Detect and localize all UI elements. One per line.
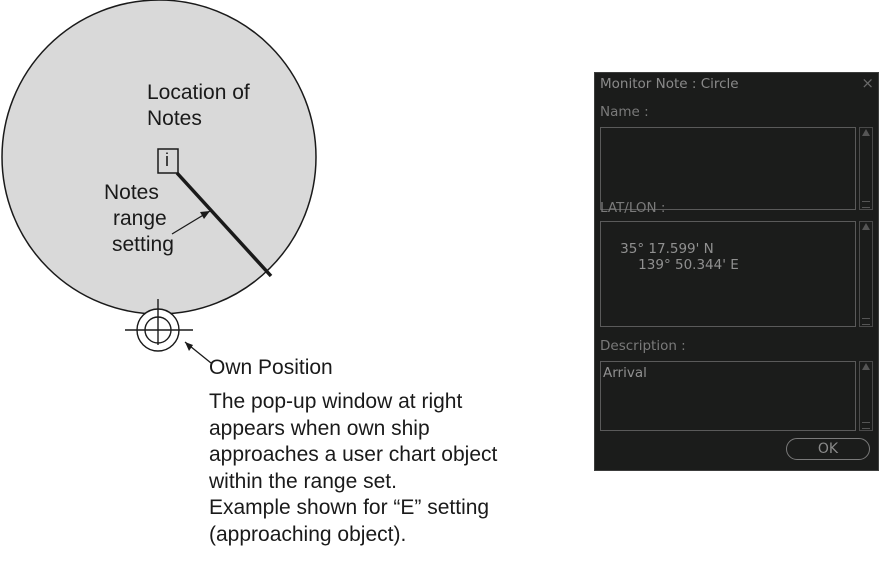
caption-line: Example shown for “E” setting: [209, 496, 490, 519]
caption-line: approaches a user chart object: [209, 443, 498, 466]
caption-line: appears when own ship: [209, 416, 430, 440]
scroll-down-icon[interactable]: [862, 201, 870, 208]
own-position-symbol: [125, 299, 193, 352]
latlon-scrollbar[interactable]: [859, 221, 873, 327]
scroll-up-icon[interactable]: [862, 363, 870, 370]
notes-range-line: [175, 171, 273, 278]
close-icon[interactable]: ×: [861, 74, 874, 92]
notes-range-setting-label: Notes range setting: [104, 181, 174, 256]
caption-line: (approaching object).: [209, 522, 407, 546]
range-label-pointer-arrowhead: [200, 211, 210, 219]
ok-button[interactable]: OK: [786, 438, 870, 460]
range-diagram: [1, 0, 317, 364]
caption-line: The pop-up window at right: [209, 390, 463, 413]
name-scrollbar[interactable]: [859, 127, 873, 210]
longitude-value: 139° 50.344' E: [638, 257, 739, 273]
description-label: Description :: [600, 338, 686, 354]
latlon-field[interactable]: 35° 17.599' N 139° 50.344' E: [600, 221, 856, 327]
diagram-caption: The pop-up window at right appears when …: [209, 389, 539, 548]
scroll-up-icon[interactable]: [862, 129, 870, 136]
scroll-up-icon[interactable]: [862, 223, 870, 230]
scroll-down-icon[interactable]: [862, 318, 870, 325]
description-field[interactable]: Arrival: [600, 361, 856, 431]
latitude-value: 35° 17.599' N: [620, 241, 714, 257]
scroll-down-icon[interactable]: [862, 422, 870, 429]
notes-icon-letter: i: [165, 150, 169, 170]
name-label: Name :: [600, 104, 649, 120]
popup-title: Monitor Note : Circle: [600, 76, 739, 92]
latlon-label: LAT/LON :: [600, 200, 666, 216]
monitor-note-popup: Monitor Note : Circle × Name : LAT/LON :…: [594, 72, 879, 471]
popup-titlebar[interactable]: Monitor Note : Circle ×: [595, 73, 878, 95]
own-position-label: Own Position: [209, 356, 333, 379]
own-position-pointer-arrowhead: [185, 342, 193, 351]
description-scrollbar[interactable]: [859, 361, 873, 431]
notes-range-circle: [1, 0, 317, 315]
name-field[interactable]: [600, 127, 856, 210]
notes-location-icon-box: [157, 148, 179, 174]
caption-line: within the range set.: [209, 469, 397, 493]
location-of-notes-label: Location of Notes: [147, 81, 250, 130]
